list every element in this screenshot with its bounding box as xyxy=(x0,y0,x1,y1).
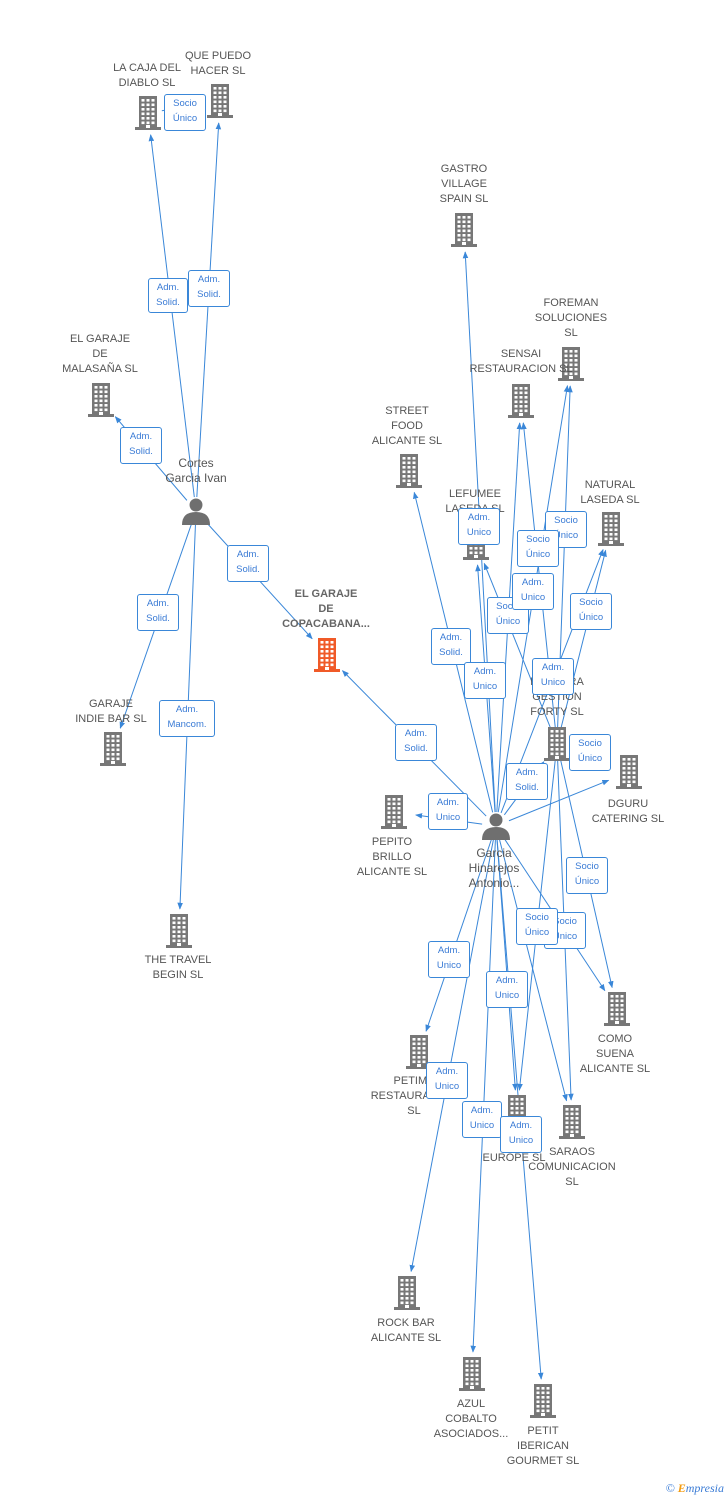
edge-role-badge[interactable]: Adm. Unico xyxy=(462,1101,502,1138)
edge-role-badge[interactable]: Adm. Solid. xyxy=(137,594,179,631)
company-building-icon-pepito[interactable] xyxy=(381,795,407,829)
edge-role-badge[interactable]: Adm. Unico xyxy=(500,1116,542,1153)
edge-role-badge[interactable]: Adm. Unico xyxy=(428,793,468,830)
brand-initial: E xyxy=(677,1481,686,1495)
company-label-malasana[interactable]: EL GARAJE DE MALASAÑA SL xyxy=(62,333,138,375)
edge-role-badge[interactable]: Adm. Solid. xyxy=(506,763,548,800)
edge-role-badge[interactable]: Socio Único xyxy=(570,593,612,630)
brand-name: mpresia xyxy=(685,1481,724,1495)
company-label-caja[interactable]: LA CAJA DEL DIABLO SL xyxy=(113,62,181,89)
edge-role-badge[interactable]: Socio Único xyxy=(164,94,206,131)
company-building-icon-caja[interactable] xyxy=(135,96,161,130)
edge-role-badge[interactable]: Adm. Unico xyxy=(428,941,470,978)
edge-cortes-quepuedo xyxy=(196,122,222,498)
company-label-travel[interactable]: THE TRAVEL BEGIN SL xyxy=(144,954,212,981)
company-label-rockbar[interactable]: ROCK BAR ALICANTE SL xyxy=(370,1317,442,1344)
company-label-petit[interactable]: PETIT IBERICAN GOURMET SL xyxy=(506,1425,580,1467)
company-label-pepito[interactable]: PEPITO BRILLO ALICANTE SL xyxy=(356,836,428,878)
company-building-icon-quepuedo[interactable] xyxy=(207,84,233,118)
edge-role-badge[interactable]: Adm. Solid. xyxy=(227,545,269,582)
company-building-icon-garajeindie[interactable] xyxy=(100,732,126,766)
edge-role-badge[interactable]: Socio Único xyxy=(566,857,608,894)
edge-role-badge[interactable]: Adm. Unico xyxy=(464,662,506,699)
edge-role-badge[interactable]: Adm. Solid. xyxy=(188,270,230,307)
person-label-garcia[interactable]: Garcia Hinarejos Antonio... xyxy=(468,846,520,890)
edge-role-badge[interactable]: Adm. Solid. xyxy=(431,628,471,665)
company-label-petime[interactable]: PETIME RESTAURACION SL xyxy=(370,1075,458,1117)
edge-role-badge[interactable]: Adm. Unico xyxy=(532,658,574,695)
copyright-brand: © Empresia xyxy=(666,1481,724,1496)
company-building-icon-sensai[interactable] xyxy=(508,384,534,418)
edge-role-badge[interactable]: Socio Único xyxy=(569,734,611,771)
company-building-icon-saraos[interactable] xyxy=(559,1105,585,1139)
edge-role-badge[interactable]: Adm. Unico xyxy=(458,508,500,545)
edge-role-badge[interactable]: Adm. Solid. xyxy=(120,427,162,464)
company-building-icon-copacabana[interactable] xyxy=(314,638,340,672)
company-label-saraos[interactable]: SARAOS COMUNICACION SL xyxy=(528,1146,616,1188)
edge-garcia-rockbar xyxy=(409,839,494,1273)
edge-role-badge[interactable]: Socio Único xyxy=(516,908,558,945)
company-label-dguru[interactable]: DGURU CATERING SL xyxy=(591,798,665,825)
edge-garcia-azul xyxy=(470,839,496,1353)
company-label-natural[interactable]: NATURAL LASEDA SL xyxy=(580,479,640,506)
copyright-symbol: © xyxy=(665,1481,675,1495)
edge-role-badge[interactable]: Adm. Mancom. xyxy=(159,700,215,737)
edge-cortes-caja xyxy=(148,134,195,498)
company-label-streetfood[interactable]: STREET FOOD ALICANTE SL xyxy=(371,405,443,447)
company-label-quepuedo[interactable]: QUE PUEDO HACER SL xyxy=(184,50,251,77)
company-label-comosuena[interactable]: COMO SUENA ALICANTE SL xyxy=(579,1033,651,1075)
edge-garcia-petime xyxy=(425,839,492,1032)
company-label-gastro[interactable]: GASTRO VILLAGE SPAIN SL xyxy=(439,163,489,205)
company-building-icon-streetfood[interactable] xyxy=(396,454,422,488)
person-label-cortes[interactable]: Cortes Garcia Ivan xyxy=(165,456,227,485)
company-building-icon-travel[interactable] xyxy=(166,914,192,948)
company-label-sensai[interactable]: SENSAI RESTAURACION SL xyxy=(469,348,573,375)
company-building-icon-malasana[interactable] xyxy=(88,383,114,417)
company-building-icon-gastro[interactable] xyxy=(451,213,477,247)
company-building-icon-petit[interactable] xyxy=(530,1384,556,1418)
edge-role-badge[interactable]: Socio Único xyxy=(517,530,559,567)
edge-fortyg-natural xyxy=(559,549,607,731)
person-icon-garcia[interactable] xyxy=(482,813,510,841)
company-building-icon-fortyg[interactable] xyxy=(544,727,570,761)
edge-fortyg-lefumee xyxy=(483,562,553,732)
company-building-icon-azul[interactable] xyxy=(459,1357,485,1391)
edge-role-badge[interactable]: Adm. Unico xyxy=(512,573,554,610)
edge-role-badge[interactable]: Adm. Unico xyxy=(486,971,528,1008)
company-label-foreman[interactable]: FOREMAN SOLUCIONES SL xyxy=(534,297,608,339)
company-label-garajeindie[interactable]: GARAJE INDIE BAR SL xyxy=(75,698,147,725)
edge-garcia-saraos xyxy=(498,839,568,1102)
company-building-icon-natural[interactable] xyxy=(598,512,624,546)
company-label-copacabana[interactable]: EL GARAJE DE COPACABANA... xyxy=(282,588,370,630)
company-building-icon-rockbar[interactable] xyxy=(394,1276,420,1310)
edge-role-badge[interactable]: Adm. Unico xyxy=(426,1062,468,1099)
edge-role-badge[interactable]: Socio Único xyxy=(545,511,587,548)
person-icon-cortes[interactable] xyxy=(182,498,210,526)
edge-role-badge[interactable]: Adm. Solid. xyxy=(148,278,188,313)
company-label-azul[interactable]: AZUL COBALTO ASOCIADOS... xyxy=(433,1398,509,1440)
company-building-icon-comosuena[interactable] xyxy=(604,992,630,1026)
company-building-icon-petime[interactable] xyxy=(406,1035,432,1069)
company-building-icon-dguru[interactable] xyxy=(616,755,642,789)
edge-role-badge[interactable]: Adm. Solid. xyxy=(395,724,437,761)
company-building-icon-foreman[interactable] xyxy=(558,347,584,381)
